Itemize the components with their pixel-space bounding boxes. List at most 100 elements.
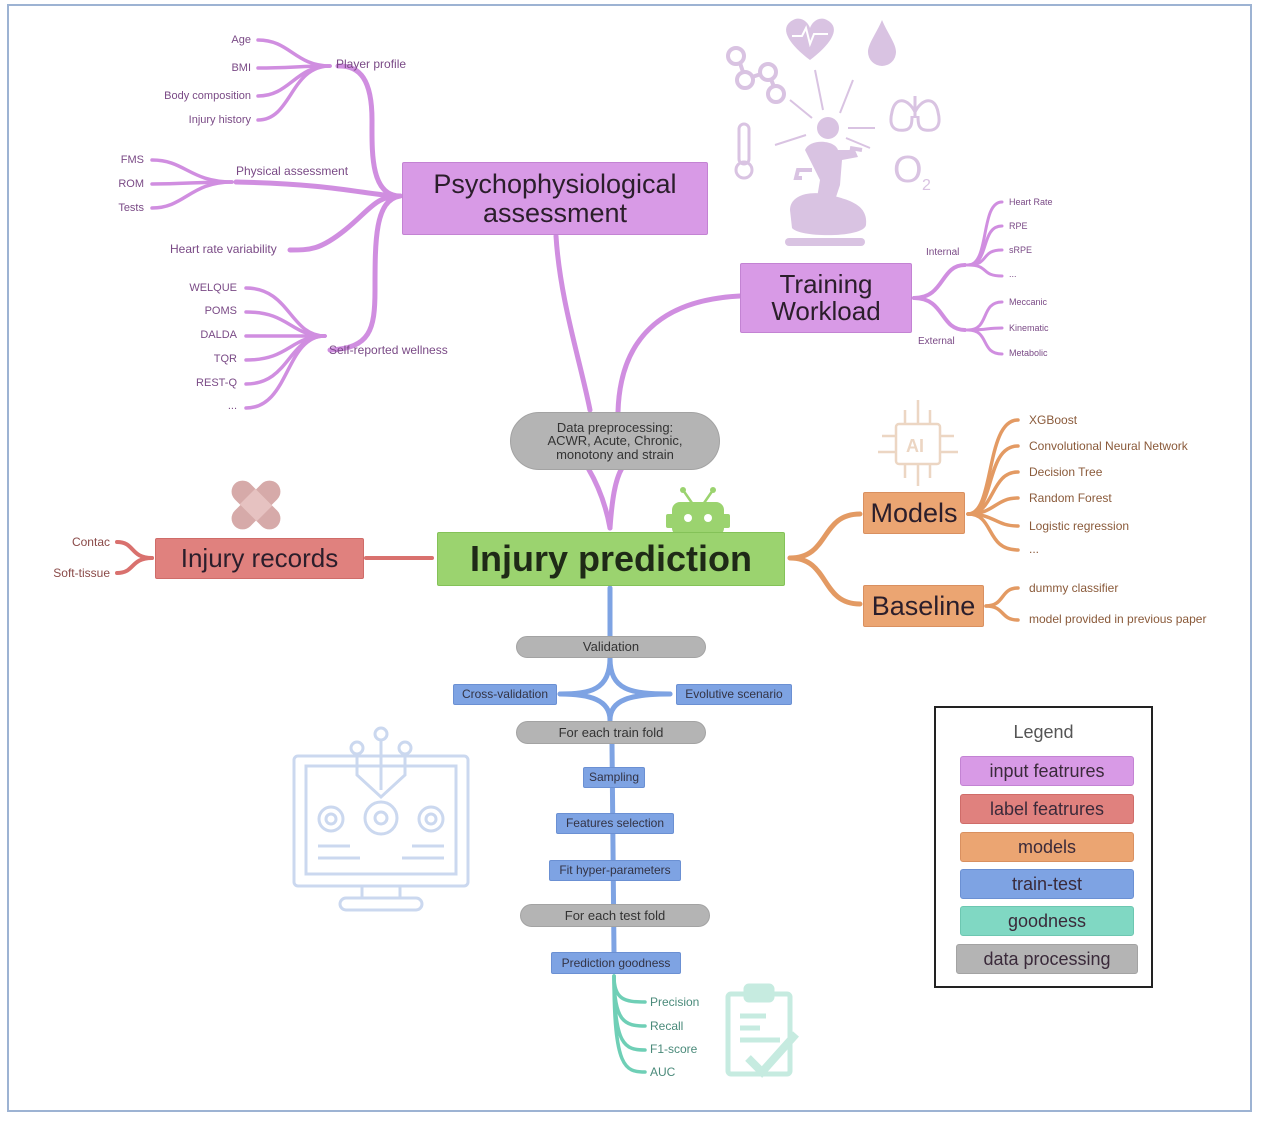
leaf-internal-more: ... xyxy=(1009,269,1017,279)
legend-label: train-test xyxy=(1011,873,1083,894)
leaf-rest-q: REST-Q xyxy=(196,377,237,389)
leaf-injury-history: Injury history xyxy=(188,114,251,126)
preprocessing-line-3: monotony and strain xyxy=(556,446,674,462)
baseline-label: Baseline xyxy=(871,590,976,621)
legend-item-data-processing: data processing xyxy=(956,944,1138,974)
leaf-auc: AUC xyxy=(650,1065,676,1079)
exercise-bike-icon xyxy=(785,117,867,246)
legend-label: models xyxy=(1017,836,1077,857)
heart-rate-icon xyxy=(786,18,834,60)
clipboard-check-icon xyxy=(725,983,799,1078)
injury-prediction-label: Injury prediction xyxy=(469,538,753,580)
group-label-internal: Internal xyxy=(926,247,960,258)
fit-hyper-parameters-node[interactable]: Fit hyper-parameters xyxy=(549,860,681,881)
psycho-connectors xyxy=(233,63,743,531)
leaf-xgboost: XGBoost xyxy=(1029,413,1078,427)
legend-label: input featrures xyxy=(989,760,1105,781)
leaf-kinematic: Kinematic xyxy=(1009,323,1049,333)
leaf-fms: FMS xyxy=(120,154,144,166)
models-label: Models xyxy=(870,497,958,528)
bandage-icon xyxy=(231,480,281,530)
leaf-body-composition: Body composition xyxy=(164,90,251,102)
svg-text:AI: AI xyxy=(906,436,924,456)
leaf-cnn: Convolutional Neural Network xyxy=(1029,439,1188,453)
leaf-soft-tissue: Soft-tissue xyxy=(53,566,110,580)
sun-rays xyxy=(774,69,875,149)
group-label-heart-rate-variability: Heart rate variability xyxy=(170,242,277,256)
leaf-precision: Precision xyxy=(650,995,700,1009)
preprocessing-line-1: Data preprocessing: xyxy=(556,419,674,435)
injury-connectors xyxy=(115,540,434,575)
baseline-node[interactable]: Baseline xyxy=(863,585,984,627)
features-selection-label: Features selection xyxy=(565,816,665,831)
cross-validation-node[interactable]: Cross-validation xyxy=(453,684,557,705)
lungs-icon xyxy=(889,96,941,132)
group-label-external: External xyxy=(918,336,955,347)
molecule-icon xyxy=(726,46,786,104)
o2-icon: O xyxy=(893,149,923,191)
injury-records-label: Injury records xyxy=(180,542,339,573)
validation-label: Validation xyxy=(582,639,640,655)
group-label-player-profile: Player profile xyxy=(336,57,407,71)
test-fold-node[interactable]: For each test fold xyxy=(520,904,710,927)
validation-node[interactable]: Validation xyxy=(516,636,706,658)
legend-item-models: models xyxy=(960,832,1134,862)
psychophysiological-assessment-node[interactable]: Psychophysiological assessment xyxy=(402,162,708,235)
thermometer-icon xyxy=(734,122,754,180)
cross-validation-label: Cross-validation xyxy=(461,687,549,702)
leaf-dummy-classifier: dummy classifier xyxy=(1029,581,1119,595)
evolutive-scenario-label: Evolutive scenario xyxy=(685,687,783,702)
leaf-tests: Tests xyxy=(118,202,144,214)
leaf-models-more: ... xyxy=(1029,542,1040,556)
metrics-connectors xyxy=(612,974,647,1074)
leaf-decision-tree: Decision Tree xyxy=(1029,465,1103,479)
workload-connectors xyxy=(912,263,967,332)
leaf-age: Age xyxy=(231,34,251,46)
evolutive-scenario-node[interactable]: Evolutive scenario xyxy=(676,684,792,705)
workload-leaf-connectors xyxy=(966,200,1004,356)
injury-prediction-node[interactable]: Injury prediction xyxy=(437,532,785,586)
legend-title: Legend xyxy=(1013,722,1074,742)
psycho-label-line-2: assessment xyxy=(482,197,628,228)
test-fold-label: For each test fold xyxy=(564,907,666,923)
leaf-f1-score: F1-score xyxy=(650,1042,698,1056)
figure-frame xyxy=(7,4,1252,1112)
leaf-contac: Contac xyxy=(71,535,110,549)
ai-chip-icon: AI xyxy=(878,400,958,486)
robot-icon xyxy=(666,487,730,536)
training-workload-node[interactable]: Training Workload xyxy=(740,263,912,333)
leaf-rpe: RPE xyxy=(1009,221,1028,231)
sampling-node[interactable]: Sampling xyxy=(583,767,645,788)
leaf-recall: Recall xyxy=(650,1019,684,1033)
models-connectors xyxy=(787,511,863,607)
legend-item-label-features: label featrures xyxy=(960,794,1134,824)
leaf-meccanic: Meccanic xyxy=(1009,297,1048,307)
leaf-heart-rate: Heart Rate xyxy=(1009,197,1053,207)
features-selection-node[interactable]: Features selection xyxy=(556,813,674,834)
preprocessing-line-2: ACWR, Acute, Chronic, xyxy=(547,433,683,449)
leaf-psycho-more: ... xyxy=(227,400,237,412)
fit-hyper-parameters-label: Fit hyper-parameters xyxy=(559,863,671,878)
workload-label-line-1: Training xyxy=(779,268,873,299)
injury-records-node[interactable]: Injury records xyxy=(155,538,364,579)
group-label-physical-assessment: Physical assessment xyxy=(236,164,349,178)
leaf-random-forest: Random Forest xyxy=(1029,491,1112,505)
leaf-srpe: sRPE xyxy=(1009,245,1033,255)
data-preprocessing-node[interactable]: Data preprocessing: ACWR, Acute, Chronic… xyxy=(510,412,720,470)
prediction-goodness-node[interactable]: Prediction goodness xyxy=(551,952,681,974)
legend-label: label featrures xyxy=(989,798,1105,819)
leaf-logistic-regression: Logistic regression xyxy=(1029,519,1130,533)
monitor-gear-icon xyxy=(292,726,470,912)
sampling-label: Sampling xyxy=(588,770,640,785)
drop-icon xyxy=(868,20,896,66)
train-fold-node[interactable]: For each train fold xyxy=(516,721,706,744)
leaf-welque: WELQUE xyxy=(189,282,237,294)
models-node[interactable]: Models xyxy=(863,492,965,534)
leaf-dalda: DALDA xyxy=(200,329,237,341)
legend-label: data processing xyxy=(983,948,1111,969)
leaf-metabolic: Metabolic xyxy=(1009,348,1048,358)
prediction-goodness-label: Prediction goodness xyxy=(561,955,671,970)
leaf-previous-paper-model: model provided in previous paper xyxy=(1029,612,1207,626)
legend-item-input-features: input featrures xyxy=(960,756,1134,786)
